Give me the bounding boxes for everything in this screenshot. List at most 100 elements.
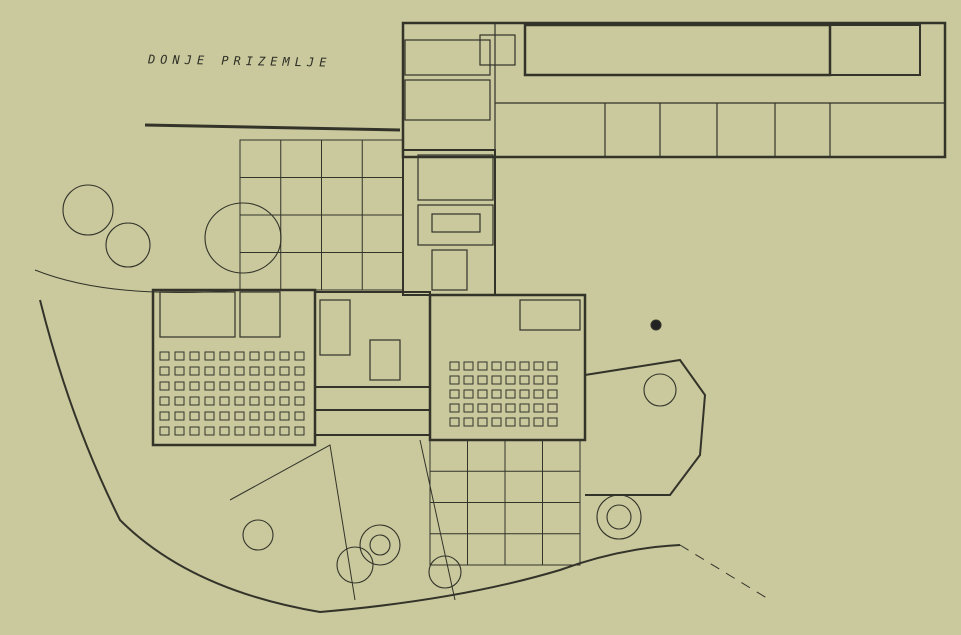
tree-icon xyxy=(643,373,677,407)
table-icon xyxy=(294,366,305,376)
table-icon xyxy=(294,426,305,436)
table-icon xyxy=(189,396,200,406)
table-icon xyxy=(477,375,488,385)
table-icon xyxy=(189,426,200,436)
table-icon xyxy=(279,381,290,391)
tree-icon xyxy=(242,519,274,551)
table-icon xyxy=(294,351,305,361)
table-icon xyxy=(449,375,460,385)
table-icon xyxy=(294,381,305,391)
table-icon xyxy=(219,426,230,436)
table-icon xyxy=(189,366,200,376)
table-icon xyxy=(533,389,544,399)
table-icon xyxy=(505,403,516,413)
table-icon xyxy=(189,381,200,391)
table-icon xyxy=(204,396,215,406)
table-icon xyxy=(449,389,460,399)
table-icon xyxy=(463,389,474,399)
table-icon xyxy=(249,411,260,421)
marker-dot xyxy=(650,319,662,331)
building-walls xyxy=(34,21,947,614)
table-icon xyxy=(449,361,460,371)
table-icon xyxy=(519,389,530,399)
table-icon xyxy=(279,366,290,376)
table-icon xyxy=(491,375,502,385)
table-icon xyxy=(234,351,245,361)
table-icon xyxy=(264,411,275,421)
table-icon xyxy=(279,351,290,361)
tree-icon xyxy=(369,534,391,556)
table-icon xyxy=(477,417,488,427)
table-icon xyxy=(219,351,230,361)
table-icon xyxy=(249,381,260,391)
trees xyxy=(62,184,677,589)
table-icon xyxy=(463,403,474,413)
tree-icon xyxy=(204,202,282,274)
table-icon xyxy=(159,366,170,376)
table-icon xyxy=(505,361,516,371)
table-icon xyxy=(279,426,290,436)
table-icon xyxy=(449,403,460,413)
table-icon xyxy=(264,426,275,436)
table-icon xyxy=(249,426,260,436)
tree-icon xyxy=(105,222,151,268)
table-icon xyxy=(477,389,488,399)
table-icon xyxy=(159,426,170,436)
table-icon xyxy=(219,381,230,391)
table-icon xyxy=(519,403,530,413)
table-icon xyxy=(234,426,245,436)
table-icon xyxy=(249,351,260,361)
table-icon xyxy=(547,389,558,399)
tree-icon xyxy=(359,524,401,566)
table-icon xyxy=(204,381,215,391)
table-icon xyxy=(204,411,215,421)
terrace-grids xyxy=(240,140,580,565)
table-icon xyxy=(159,396,170,406)
table-icon xyxy=(234,381,245,391)
table-icon xyxy=(449,417,460,427)
dining-tables xyxy=(159,351,558,436)
table-icon xyxy=(294,396,305,406)
table-icon xyxy=(249,366,260,376)
table-icon xyxy=(189,411,200,421)
table-icon xyxy=(264,351,275,361)
table-icon xyxy=(204,426,215,436)
table-icon xyxy=(505,389,516,399)
table-icon xyxy=(547,403,558,413)
table-icon xyxy=(279,396,290,406)
table-icon xyxy=(174,411,185,421)
table-icon xyxy=(547,417,558,427)
table-icon xyxy=(505,375,516,385)
table-icon xyxy=(159,411,170,421)
table-icon xyxy=(533,403,544,413)
table-icon xyxy=(264,366,275,376)
table-icon xyxy=(533,375,544,385)
table-icon xyxy=(174,426,185,436)
table-icon xyxy=(491,403,502,413)
table-icon xyxy=(204,351,215,361)
table-icon xyxy=(234,366,245,376)
table-icon xyxy=(505,417,516,427)
table-icon xyxy=(234,411,245,421)
table-icon xyxy=(491,417,502,427)
table-icon xyxy=(463,375,474,385)
table-icon xyxy=(547,361,558,371)
tree-icon xyxy=(596,494,642,540)
table-icon xyxy=(159,351,170,361)
table-icon xyxy=(463,417,474,427)
table-icon xyxy=(547,375,558,385)
table-icon xyxy=(477,361,488,371)
long-wing xyxy=(401,21,947,159)
table-icon xyxy=(174,351,185,361)
table-icon xyxy=(533,417,544,427)
table-icon xyxy=(519,361,530,371)
table-icon xyxy=(219,366,230,376)
table-icon xyxy=(219,396,230,406)
table-icon xyxy=(533,361,544,371)
table-icon xyxy=(264,396,275,406)
table-icon xyxy=(491,361,502,371)
table-icon xyxy=(159,381,170,391)
table-icon xyxy=(249,396,260,406)
table-icon xyxy=(234,396,245,406)
